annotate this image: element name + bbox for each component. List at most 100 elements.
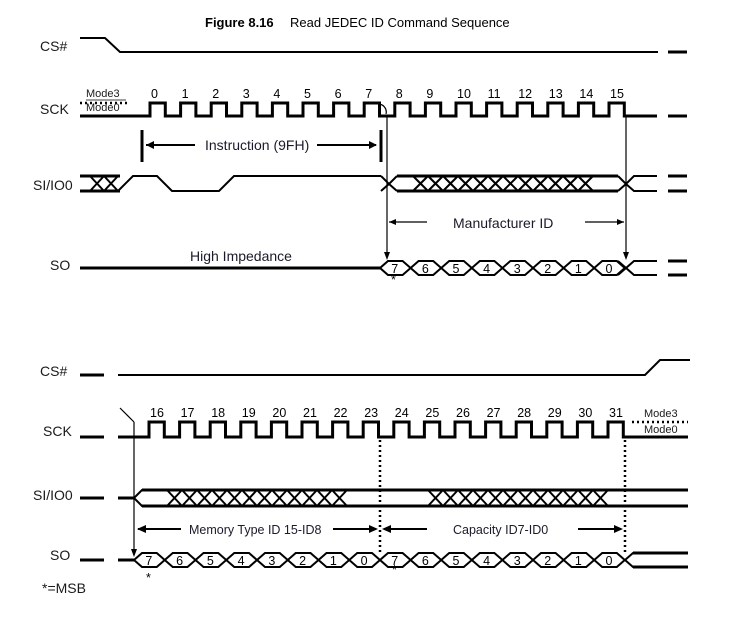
- instruction-label: Instruction (9FH): [205, 137, 309, 153]
- sck-waveform-top: [80, 101, 657, 118]
- bit-value: 7: [391, 554, 398, 568]
- clock-cycle-label: 15: [610, 87, 624, 101]
- clock-cycle-label: 16: [150, 406, 164, 420]
- manufacturer-bit-1: 1: [562, 260, 596, 276]
- si-waveform-top: [80, 174, 687, 193]
- capacity-bit-5: 5: [439, 552, 474, 568]
- bit-value: 0: [606, 554, 613, 568]
- bit-value: 4: [483, 262, 490, 276]
- sck-label-bottom: SCK: [43, 423, 72, 439]
- arrow-head-left-icon: [389, 219, 396, 225]
- bit-value: 5: [453, 262, 460, 276]
- capacity-bit-3: 3: [500, 552, 535, 568]
- arrow-head-right-icon: [369, 525, 378, 533]
- bit-value: 1: [575, 262, 582, 276]
- so-label-top: SO: [50, 257, 70, 273]
- sck-label-top: SCK: [40, 101, 69, 117]
- clock-cycle-label: 10: [457, 87, 471, 101]
- clock-cycle-label: 0: [151, 87, 158, 101]
- bit-value: 5: [453, 554, 460, 568]
- clock-cycle-label: 7: [365, 87, 372, 101]
- memory-type-id-label: Memory Type ID 15-ID8: [189, 523, 322, 537]
- mode0-label-bottom: Mode0: [644, 424, 678, 436]
- clock-cycle-label: 24: [395, 406, 409, 420]
- memory-type-bit-6: 6: [163, 552, 198, 568]
- arrow-down-icon: [384, 252, 390, 260]
- so-tail-lower-top: [617, 266, 657, 276]
- clock-cycle-label: 27: [487, 406, 501, 420]
- clock-cycle-label: 20: [272, 406, 286, 420]
- cs-label-top: CS#: [40, 38, 67, 54]
- manufacturer-bit-6: 6: [409, 260, 443, 276]
- mode3-label-bottom: Mode3: [644, 408, 678, 420]
- arrow-head-left-icon: [137, 525, 146, 533]
- clock-cycle-label: 9: [426, 87, 433, 101]
- arrow-down-icon: [623, 252, 629, 260]
- bit-value: 3: [514, 554, 521, 568]
- memory-type-bit-0: 0: [347, 552, 382, 568]
- clock-cycle-label: 12: [518, 87, 532, 101]
- memory-type-bit-7: 7: [132, 552, 167, 568]
- arrow-head-right-icon: [369, 141, 377, 149]
- bit-value: 4: [483, 554, 490, 568]
- arrow-head-right-icon: [614, 525, 623, 533]
- capacity-id-label: Capacity ID7-ID0: [453, 523, 548, 537]
- capacity-bit-2: 2: [531, 552, 566, 568]
- figure-title: Figure 8.16 Read JEDEC ID Command Sequen…: [205, 15, 510, 30]
- memory-type-bit-5: 5: [193, 552, 228, 568]
- clock-cycle-label: 3: [243, 87, 250, 101]
- edge-tick: [119, 407, 135, 423]
- msb-legend: *=MSB: [42, 580, 86, 596]
- clock-cycle-label: 26: [456, 406, 470, 420]
- bit-value: 0: [606, 262, 613, 276]
- cs-label-bottom: CS#: [40, 363, 67, 379]
- capacity-bit-1: 1: [562, 552, 596, 568]
- clock-cycle-label: 14: [579, 87, 593, 101]
- clock-cycle-label: 18: [211, 406, 225, 420]
- msb-marker-capacity: *: [392, 563, 397, 577]
- bit-value: 0: [361, 554, 368, 568]
- arrow-head-left-icon: [146, 141, 154, 149]
- so-tail-upper-top: [617, 260, 657, 270]
- dont-care-hatch: [166, 489, 348, 507]
- capacity-bit-4: 4: [470, 552, 504, 568]
- bit-value: 2: [544, 262, 551, 276]
- edge-arc: [377, 103, 387, 115]
- clock-cycle-label: 13: [549, 87, 563, 101]
- bit-value: 4: [238, 554, 245, 568]
- clock-cycle-label: 19: [242, 406, 256, 420]
- clock-cycle-label: 21: [303, 406, 317, 420]
- clock-cycle-label: 25: [425, 406, 439, 420]
- bit-value: 6: [422, 554, 429, 568]
- bit-value: 5: [207, 554, 214, 568]
- arrow-down-icon: [131, 549, 137, 557]
- manufacturer-bit-5: 5: [439, 260, 474, 276]
- bit-value: 3: [514, 262, 521, 276]
- clock-cycle-label: 4: [273, 87, 280, 101]
- high-impedance-label: High Impedance: [190, 248, 292, 264]
- memory-type-bit-2: 2: [286, 552, 321, 568]
- manufacturer-id-label: Manufacturer ID: [453, 215, 553, 231]
- cs-waveform-bottom: [118, 359, 690, 376]
- clock-cycle-label: 6: [335, 87, 342, 101]
- memory-type-bit-1: 1: [316, 552, 351, 568]
- manufacturer-bit-4: 4: [470, 260, 504, 276]
- bit-value: 3: [268, 554, 275, 568]
- clock-cycle-label: 8: [396, 87, 403, 101]
- arrow-head-left-icon: [382, 525, 391, 533]
- figure-number: Figure 8.16: [205, 15, 274, 30]
- manufacturer-bit-3: 3: [500, 260, 535, 276]
- si-waveform-bottom: [80, 488, 688, 508]
- clock-cycle-label: 17: [181, 406, 195, 420]
- bit-value: 1: [330, 554, 337, 568]
- clock-cycle-label: 22: [334, 406, 348, 420]
- mode3-label-top: Mode3: [86, 88, 120, 100]
- bit-value: 6: [422, 262, 429, 276]
- memory-type-bit-3: 3: [255, 552, 290, 568]
